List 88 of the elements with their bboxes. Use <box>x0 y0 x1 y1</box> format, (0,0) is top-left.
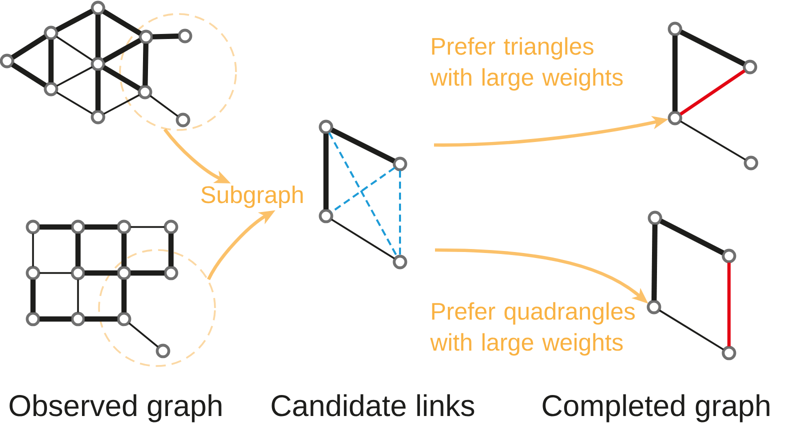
graph-vertex <box>668 22 682 36</box>
graph-edge <box>680 30 746 66</box>
graph-vertex <box>176 112 190 128</box>
graph-vertex <box>70 220 86 234</box>
graph-vertex <box>164 220 178 234</box>
graph-vertex <box>44 82 58 96</box>
graph-edge <box>77 280 79 312</box>
panel-caption: Observed graph <box>10 394 222 422</box>
graph-edge <box>651 224 658 300</box>
panel-caption: Candidate links <box>272 394 474 416</box>
graph-edge <box>330 128 396 164</box>
graph-vertex <box>26 312 40 326</box>
graph-edge <box>727 262 731 346</box>
graph-vertex <box>318 120 334 134</box>
graph-vertex <box>178 28 192 44</box>
panel-caption: Completed graph <box>542 394 770 422</box>
graph-edge <box>150 95 178 117</box>
dashed-line <box>328 132 398 257</box>
text-label: Subgraph <box>201 186 303 208</box>
graph-edge <box>130 226 164 228</box>
graph-vertex <box>392 254 408 270</box>
graph-edge <box>331 218 395 260</box>
graph-edge <box>11 34 47 60</box>
graph-vertex <box>116 220 132 234</box>
graph-edge <box>680 69 746 116</box>
graph-edge <box>56 66 93 87</box>
graph-vertex <box>90 110 106 124</box>
graph-vertex <box>44 26 58 40</box>
graph-edge <box>130 270 164 276</box>
graph-vertex <box>742 60 758 74</box>
graph-vertex <box>138 84 152 100</box>
graph-vertex <box>138 30 154 44</box>
graph-edge <box>152 34 178 40</box>
graph-edge <box>84 224 118 230</box>
graph-edge <box>84 270 118 276</box>
graph-vertex <box>668 110 682 126</box>
graph-edge <box>40 272 72 274</box>
dashed-circle <box>119 13 237 131</box>
graph-edge <box>75 234 81 266</box>
graph-edge <box>121 234 127 266</box>
graph-vertex <box>648 210 662 226</box>
dashed-circle <box>98 249 216 367</box>
graph-vertex <box>90 0 106 16</box>
graph-edge <box>56 36 93 62</box>
graph-edge <box>121 280 127 312</box>
graph-edge <box>32 234 34 266</box>
graph-edge <box>680 120 746 160</box>
graph-edge <box>56 8 94 32</box>
graph-edge <box>11 62 47 88</box>
graph-edge <box>142 44 148 86</box>
graph-vertex <box>646 300 662 314</box>
graph-edge <box>168 234 174 266</box>
graph-edge <box>84 316 118 322</box>
graph-vertex <box>26 220 40 234</box>
graph-edge <box>102 38 142 64</box>
graph-edge <box>48 40 54 82</box>
graph-vertex <box>116 312 132 326</box>
edge-label: Prefer triangles with large weights <box>430 37 623 91</box>
graph-edge <box>103 94 140 115</box>
graph-vertex <box>164 266 178 280</box>
graph-vertex <box>744 156 758 170</box>
graph-edge <box>102 9 142 36</box>
graph-vertex <box>70 312 86 326</box>
graph-vertex <box>0 54 14 68</box>
graph-edge <box>323 134 329 210</box>
graph-edge <box>40 224 72 230</box>
graph-edge <box>30 280 36 312</box>
graph-vertex <box>90 56 106 72</box>
edge-label: Prefer quadrangles with large weights <box>430 302 635 356</box>
graph-edge <box>56 92 93 114</box>
dashed-line <box>399 170 401 256</box>
graph-edge <box>128 322 158 348</box>
graph-vertex <box>26 266 40 280</box>
graph-edge <box>659 310 724 350</box>
graph-edge <box>660 218 724 256</box>
graph-vertex <box>722 346 736 360</box>
graph-vertex <box>392 156 408 172</box>
dashed-line <box>330 166 396 214</box>
graph-edge <box>672 36 678 112</box>
graph-vertex <box>318 208 334 224</box>
graph-edge <box>95 70 101 110</box>
graph-vertex <box>156 344 170 358</box>
graph-vertex <box>116 266 132 280</box>
graph-edge <box>40 316 72 322</box>
graph-edge <box>102 65 141 91</box>
graph-vertex <box>722 248 736 264</box>
graph-edge <box>95 14 101 58</box>
graph-vertex <box>70 266 86 280</box>
